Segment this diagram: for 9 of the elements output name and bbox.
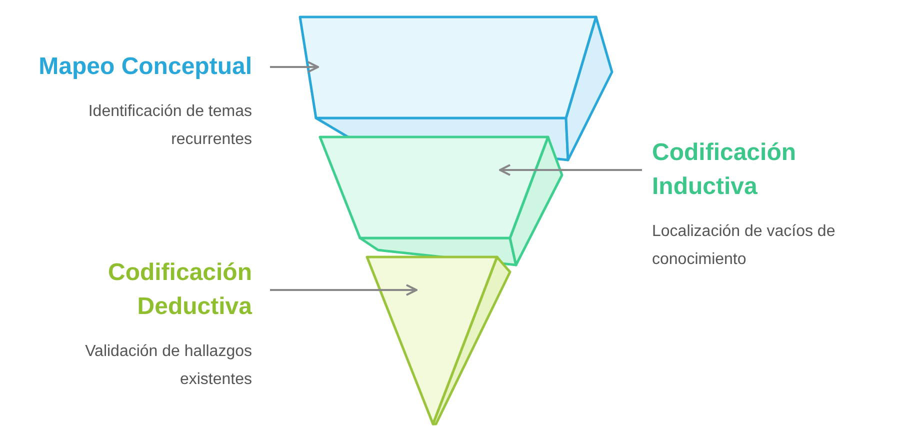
heading: Mapeo Conceptual xyxy=(38,52,252,82)
description: Identificación de temas recurrentes xyxy=(87,102,252,150)
arrow xyxy=(270,284,418,296)
arrow xyxy=(270,61,319,73)
description: Localización de vacíos de conocimiento xyxy=(652,222,836,270)
description: Validación de hallazgos existentes xyxy=(84,342,252,390)
heading: Codificación Deductiva xyxy=(106,258,252,322)
arrow xyxy=(499,164,642,176)
heading: Codificación Inductiva xyxy=(652,138,798,202)
